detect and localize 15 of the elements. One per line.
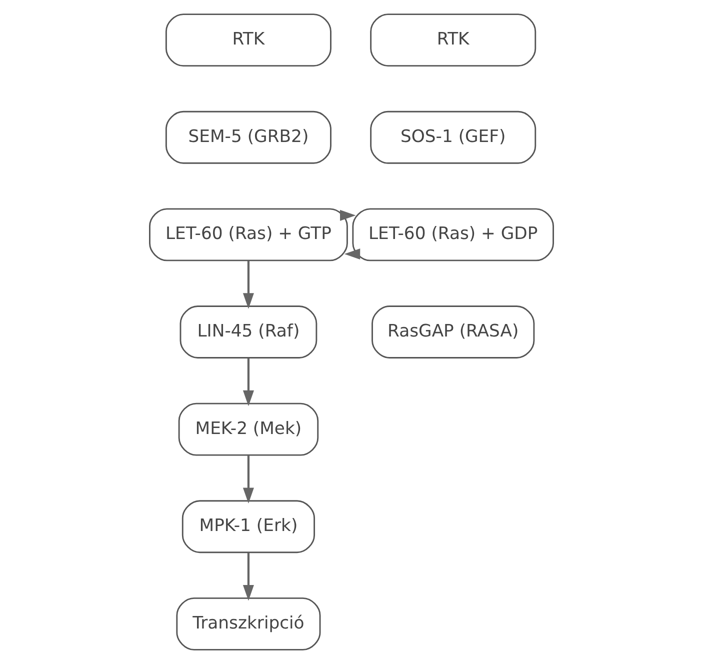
arrow [242, 358, 254, 406]
node-box: SEM-5 (GRB2) [165, 110, 332, 164]
node-box: RTK [370, 14, 536, 67]
node-box: MPK-1 (Erk) [182, 500, 315, 554]
node-box: LIN-45 (Raf) [180, 306, 318, 358]
node-box: SOS-1 (GEF) [370, 110, 536, 164]
node-box: RasGAP (RASA) [372, 306, 535, 358]
arrow [340, 210, 356, 221]
node-box: RTK [165, 14, 332, 67]
arrow [344, 248, 360, 260]
arrow [242, 552, 254, 601]
arrow [242, 260, 254, 309]
node-box: Transzkripció [176, 597, 321, 650]
node-box: MEK-2 (Mek) [178, 402, 319, 456]
arrow [242, 456, 254, 504]
